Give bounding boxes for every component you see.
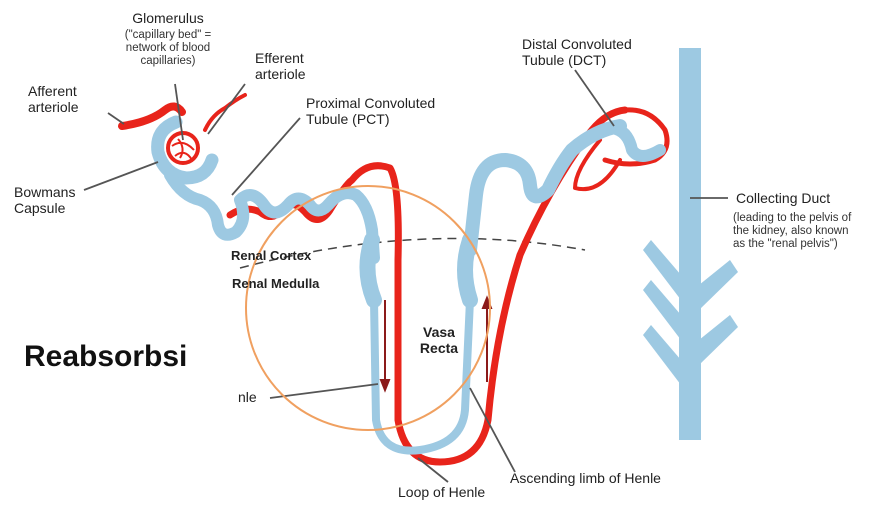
bowmans-capsule-label: Bowmans Capsule [14,184,75,216]
collecting-duct [643,48,738,440]
pct-label: Proximal Convoluted Tubule (PCT) [306,95,435,127]
loop-of-henle-label: Loop of Henle [398,484,485,500]
label-line: Bowmans [14,184,75,200]
label-line: Tubule (DCT) [522,52,632,68]
dct-label: Distal Convoluted Tubule (DCT) [522,36,632,68]
ascending-limb-label: Ascending limb of Henle [510,470,661,486]
glomerulus-note-line: capillaries) [103,55,233,68]
glomerulus-note-line: ("capillary bed" = [103,29,233,42]
vasa-recta-label: Vasa Recta [414,324,464,356]
blood-vessel [122,95,667,462]
label-line: as the "renal pelvis") [733,238,851,251]
label-line: Recta [414,340,464,356]
label-line: Efferent [255,50,306,66]
collecting-duct-label: Collecting Duct [736,190,830,206]
reabsorption-overlay-text: Reabsorbsi [24,340,187,374]
descending-limb-label-fragment: nle [238,389,257,405]
label-line: arteriole [255,66,306,82]
label-line: the kidney, also known [733,225,851,238]
glomerulus-label: Glomerulus [118,10,218,26]
label-line: Distal Convoluted [522,36,632,52]
label-line: Capsule [14,200,75,216]
label-line: Afferent [28,83,79,99]
glomerulus-note: ("capillary bed" = network of blood capi… [103,29,233,68]
label-line: Vasa [414,324,464,340]
efferent-arteriole-label: Efferent arteriole [255,50,306,82]
afferent-arteriole-label: Afferent arteriole [28,83,79,115]
glomerulus-note-line: network of blood [103,42,233,55]
label-line: (leading to the pelvis of [733,212,851,225]
label-line: Proximal Convoluted [306,95,435,111]
label-line: Tubule (PCT) [306,111,435,127]
collecting-duct-note: (leading to the pelvis of the kidney, al… [733,212,851,251]
renal-medulla-label: Renal Medulla [232,276,319,292]
label-line: arteriole [28,99,79,115]
renal-cortex-label: Renal Cortex [231,248,311,264]
